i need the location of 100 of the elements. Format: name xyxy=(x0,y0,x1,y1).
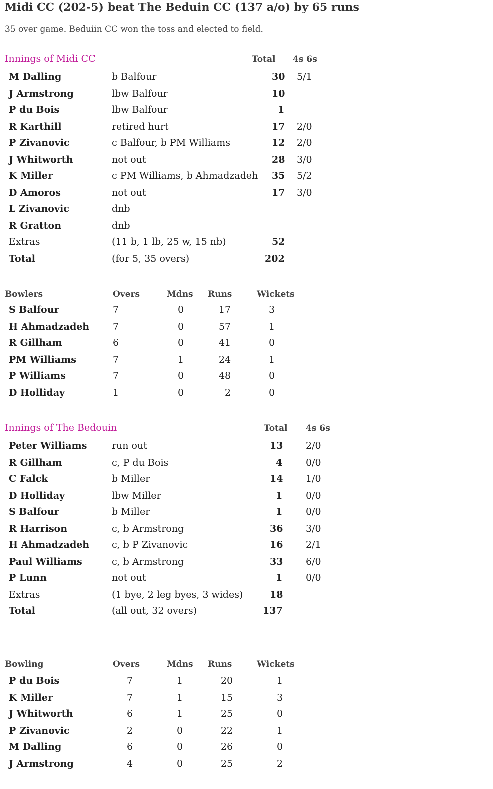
player-name: P Zivanovic xyxy=(9,726,70,738)
stat-value: 0 xyxy=(277,742,284,754)
player-name: R Gillham xyxy=(9,338,62,350)
stat-value: 6 xyxy=(127,709,134,721)
dismissal-text: dnb xyxy=(112,204,130,216)
column-header: Total xyxy=(252,54,276,66)
stat-value: 0 xyxy=(178,338,184,350)
player-name: S Balfour xyxy=(9,507,60,519)
dismissal-text: c PM Williams, b Ahmadzadeh xyxy=(112,171,258,183)
stat-value: 15 xyxy=(221,692,234,704)
column-header: Overs xyxy=(113,659,140,671)
column-header: 4s 6s xyxy=(293,54,318,66)
runs-value: 1 xyxy=(276,507,283,519)
dismissal-text: c, P du Bois xyxy=(112,458,169,470)
boundaries-value: 3/0 xyxy=(297,188,312,200)
stat-value: 25 xyxy=(221,709,234,721)
dismissal-text: c, b Armstrong xyxy=(112,556,184,568)
boundaries-value: 2/1 xyxy=(306,540,322,552)
column-header: Mdns xyxy=(167,659,194,671)
stat-value: 3 xyxy=(269,305,276,317)
stat-value: 1 xyxy=(177,676,184,688)
stat-value: 0 xyxy=(177,726,184,738)
player-name: R Gillham xyxy=(9,458,62,470)
total-label: Total xyxy=(9,606,36,618)
player-name: P Lunn xyxy=(9,573,47,585)
column-header: Bowling xyxy=(5,659,44,671)
boundaries-value: 2/0 xyxy=(297,122,312,134)
boundaries-value: 1/0 xyxy=(306,474,322,486)
dismissal-text: c Balfour, b PM Williams xyxy=(112,138,230,150)
player-name: R Gratton xyxy=(9,220,62,232)
stat-value: 1 xyxy=(269,322,276,334)
column-header: Runs xyxy=(208,289,232,301)
boundaries-value: 0/0 xyxy=(306,573,322,585)
runs-value: 52 xyxy=(272,237,286,249)
dismissal-text: b Miller xyxy=(112,474,150,486)
player-name: J Armstrong xyxy=(9,88,74,100)
player-name: K Miller xyxy=(9,692,53,704)
dismissal-text: retired hurt xyxy=(112,122,169,134)
stat-value: 0 xyxy=(178,371,184,383)
column-header: Bowlers xyxy=(5,289,44,301)
total-detail: (all out, 32 overs) xyxy=(112,606,198,618)
stat-value: 7 xyxy=(113,371,120,383)
dismissal-text: b Miller xyxy=(112,507,150,519)
runs-value: 10 xyxy=(272,88,286,100)
stat-value: 7 xyxy=(127,676,134,688)
stat-value: 6 xyxy=(127,742,134,754)
stat-value: 17 xyxy=(219,305,232,317)
player-name: M Dalling xyxy=(9,72,62,84)
stat-value: 0 xyxy=(178,322,184,334)
dismissal-text: not out xyxy=(112,573,146,585)
dismissal-text: lbw Balfour xyxy=(112,88,168,100)
boundaries-value: 3/0 xyxy=(297,154,312,166)
stat-value: 4 xyxy=(127,758,134,770)
player-name: P Zivanovic xyxy=(9,138,70,150)
stat-value: 1 xyxy=(113,388,120,400)
dismissal-text: run out xyxy=(112,441,148,453)
extras-label: Extras xyxy=(9,590,40,602)
boundaries-value: 3/0 xyxy=(306,524,322,536)
stat-value: 0 xyxy=(269,338,276,350)
boundaries-value: 5/1 xyxy=(297,72,312,84)
runs-value: 17 xyxy=(272,188,286,200)
note-text: 35 over game. Beduiin CC won the toss and elected to field. xyxy=(5,24,264,36)
runs-value: 202 xyxy=(265,254,285,266)
total-label: Total xyxy=(9,254,36,266)
stat-value: 0 xyxy=(177,742,184,754)
stat-value: 26 xyxy=(221,742,234,754)
player-name: H Ahmadzadeh xyxy=(9,540,90,552)
stat-value: 1 xyxy=(178,354,184,366)
runs-value: 137 xyxy=(263,606,283,618)
stat-value: 0 xyxy=(269,388,276,400)
stat-value: 0 xyxy=(177,758,184,770)
scorecard-title: Midi CC (202-5) beat The Beduin CC (137 a/o) by 65 runs xyxy=(5,2,360,14)
player-name: D Holliday xyxy=(9,490,66,502)
player-name: K Miller xyxy=(9,171,53,183)
stat-value: 3 xyxy=(277,692,284,704)
runs-value: 1 xyxy=(278,105,285,117)
stat-value: 7 xyxy=(113,322,120,334)
total-detail: (for 5, 35 overs) xyxy=(112,254,190,266)
runs-value: 30 xyxy=(272,72,286,84)
runs-value: 18 xyxy=(270,590,284,602)
boundaries-value: 0/0 xyxy=(306,507,322,519)
extras-detail: (11 b, 1 lb, 25 w, 15 nb) xyxy=(112,237,226,249)
runs-value: 4 xyxy=(276,458,283,470)
column-header: Overs xyxy=(113,289,140,301)
player-name: S Balfour xyxy=(9,305,60,317)
column-header: Runs xyxy=(208,659,232,671)
dismissal-text: lbw Balfour xyxy=(112,105,168,117)
player-name: PM Williams xyxy=(9,354,76,366)
boundaries-value: 2/0 xyxy=(297,138,312,150)
stat-value: 0 xyxy=(269,371,276,383)
player-name: L Zivanovic xyxy=(9,204,70,216)
boundaries-value: 0/0 xyxy=(306,490,322,502)
column-header: Wickets xyxy=(257,289,295,301)
runs-value: 1 xyxy=(276,573,283,585)
player-name: J Whitworth xyxy=(9,709,74,721)
dismissal-text: c, b P Zivanovic xyxy=(112,540,188,552)
stat-value: 1 xyxy=(177,709,184,721)
stat-value: 24 xyxy=(219,354,232,366)
runs-value: 1 xyxy=(276,490,283,502)
stat-value: 22 xyxy=(221,726,234,738)
